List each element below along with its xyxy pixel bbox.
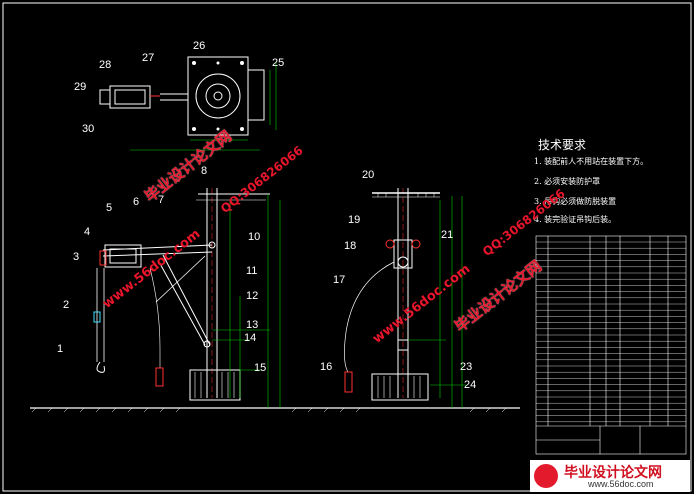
part-label-7: 7 (158, 194, 165, 206)
requirement-line-4: 4. 装完验证吊钩后装。 (534, 215, 617, 224)
part-label-28: 28 (99, 59, 112, 71)
part-label-2: 2 (63, 299, 70, 311)
side-view (344, 188, 466, 408)
requirement-line-1: 1. 装配前人不用站在装置下方。 (534, 157, 649, 166)
logo-icon (534, 464, 558, 488)
part-label-24: 24 (464, 379, 477, 391)
requirement-line-2: 2. 必须安装防护罩 (534, 177, 601, 186)
ground-hatch (31, 407, 507, 413)
part-label-1: 1 (57, 343, 64, 355)
part-label-13: 13 (246, 319, 259, 331)
logo-url: www.56doc.com (588, 479, 654, 489)
part-label-10: 10 (248, 231, 261, 243)
part-label-29: 29 (74, 81, 87, 93)
part-label-4: 4 (84, 226, 91, 238)
part-label-27: 27 (142, 52, 155, 64)
part-label-23: 23 (460, 361, 473, 373)
part-label-30: 30 (82, 123, 95, 135)
parts-list-table (535, 235, 687, 455)
logo-brand: 毕业设计论文网 (564, 465, 662, 481)
part-label-21: 21 (441, 229, 454, 241)
part-label-12: 12 (246, 290, 259, 302)
part-label-18: 18 (344, 240, 357, 252)
part-label-3: 3 (73, 251, 80, 263)
requirements-title: 技术要求 (538, 138, 587, 152)
part-label-15: 15 (254, 362, 267, 374)
part-label-19: 19 (348, 214, 361, 226)
part-label-8: 8 (201, 165, 208, 177)
front-view (93, 188, 281, 408)
part-label-16: 16 (320, 361, 333, 373)
requirement-line-3: 3. 吊钩必须做防脱装置 (534, 197, 617, 206)
part-label-26: 26 (193, 40, 206, 52)
part-label-25: 25 (272, 57, 285, 69)
part-label-5: 5 (106, 202, 113, 214)
part-label-14: 14 (244, 332, 257, 344)
part-label-20: 20 (362, 169, 375, 181)
top-view (99, 56, 277, 151)
part-label-11: 11 (246, 265, 258, 277)
parts-list-rows (536, 241, 686, 422)
part-label-6: 6 (133, 196, 140, 208)
site-logo: 毕业设计论文网 www.56doc.com (530, 460, 690, 492)
part-label-17: 17 (333, 274, 346, 286)
